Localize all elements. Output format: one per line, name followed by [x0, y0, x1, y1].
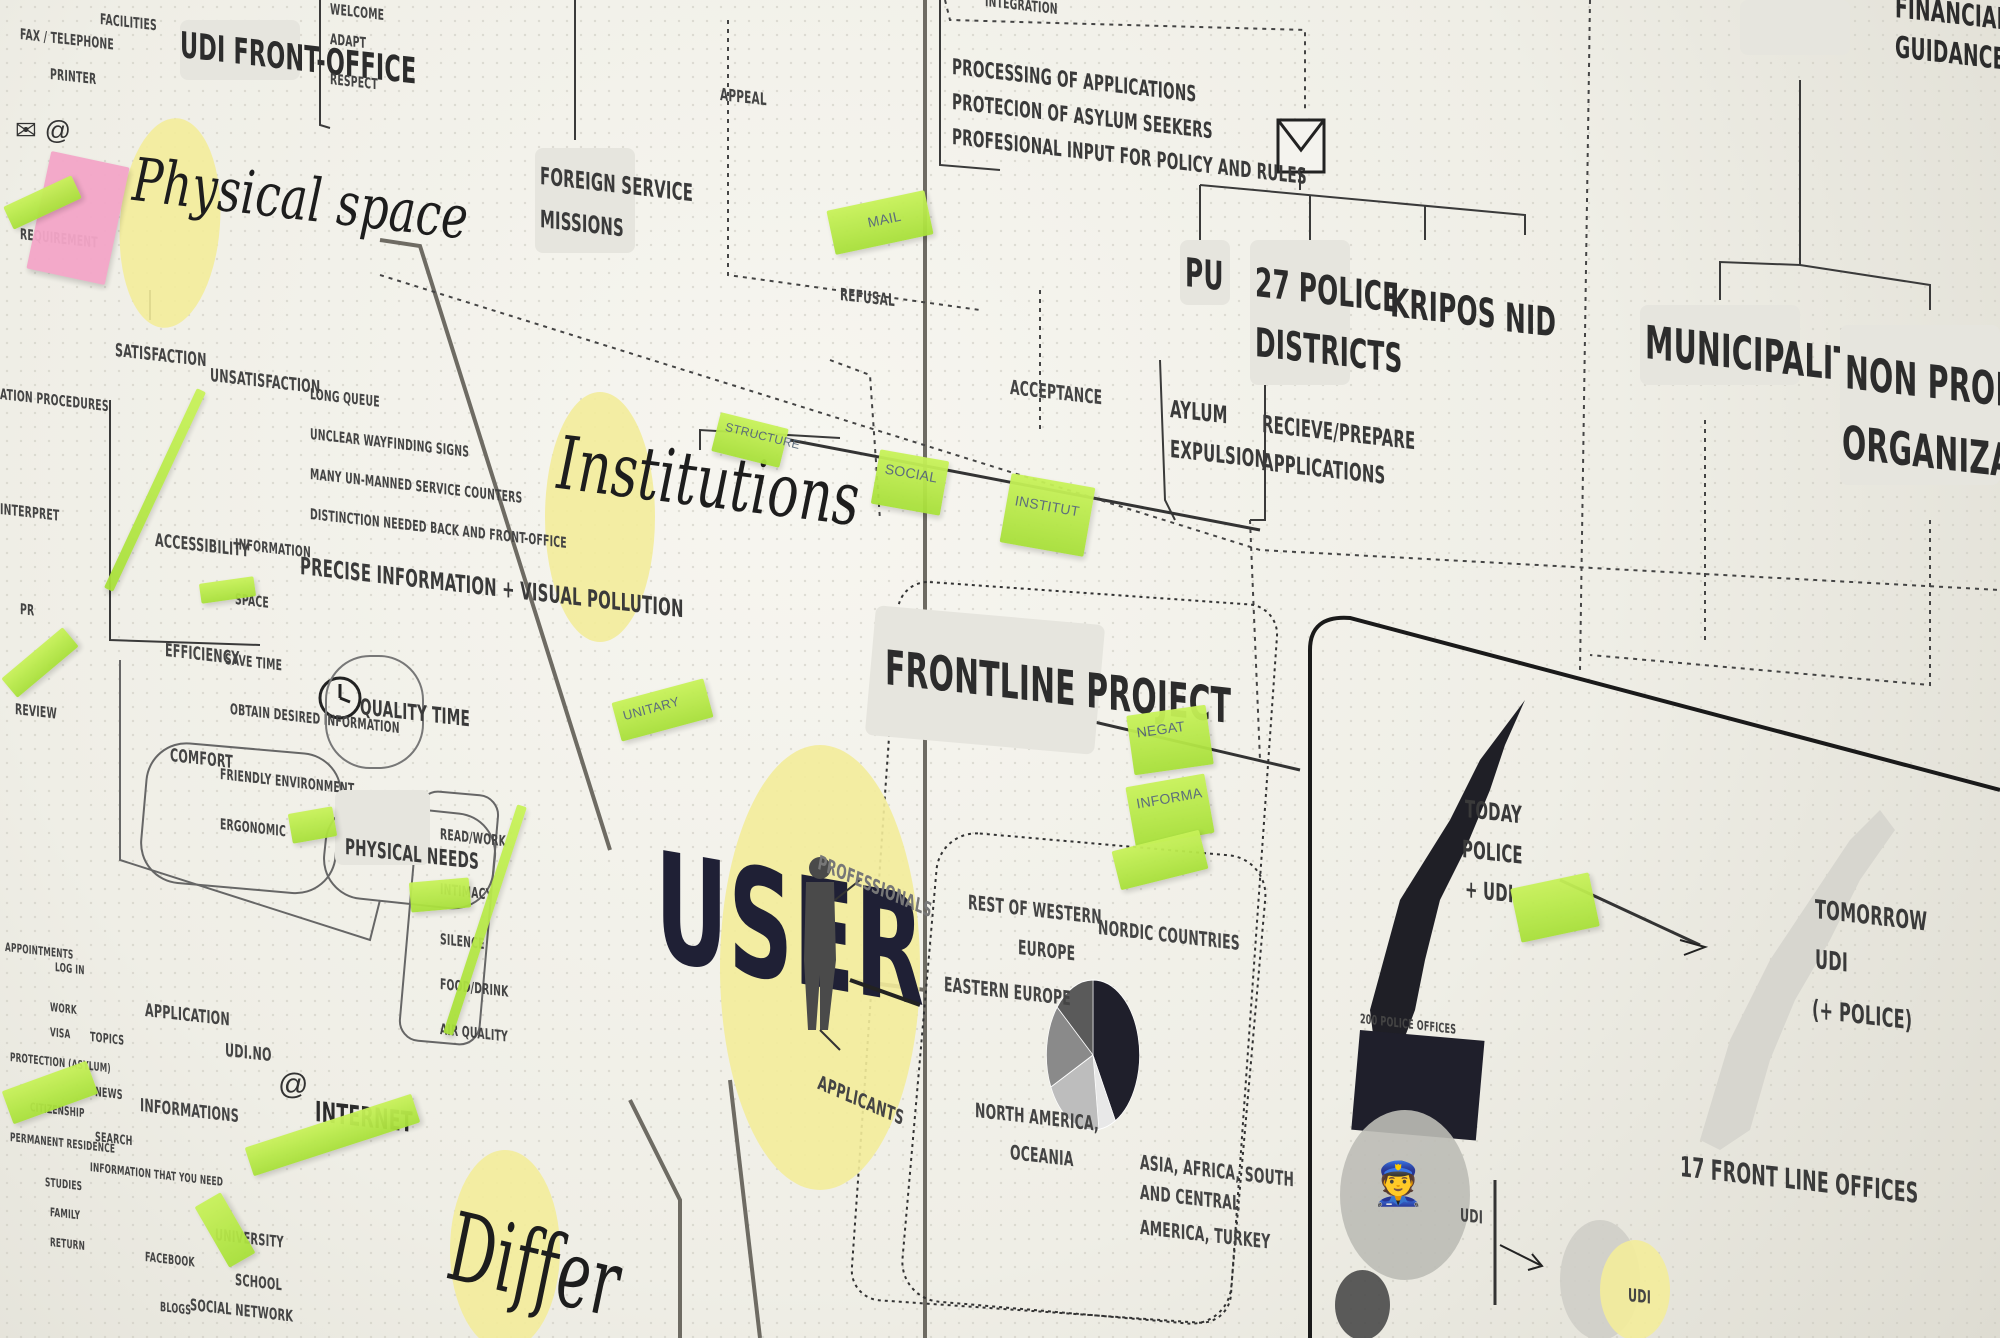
at-sign-icon: @ — [278, 1068, 309, 1101]
police-districts-bg — [1250, 240, 1350, 385]
sticky-social-label: SOCIAL — [883, 460, 939, 486]
sticky-informa-label: INFORMA — [1135, 784, 1204, 812]
pie-slice — [1056, 979, 1094, 1057]
sticky-intimacy[interactable] — [408, 877, 472, 913]
sticky-negat[interactable]: NEGAT — [1126, 704, 1214, 776]
pu-bg — [1180, 240, 1230, 305]
front-office-label-bg — [180, 20, 300, 80]
municipality-bg — [1640, 305, 1800, 385]
pie-slice — [1050, 1054, 1100, 1131]
quality-time-box — [325, 655, 424, 769]
physical-to-user-line — [379, 238, 612, 851]
udi-circle — [1600, 1240, 1670, 1338]
dark-circle — [1335, 1270, 1390, 1338]
imdi-logo-bg — [1740, 0, 1850, 55]
pie-slice — [1092, 979, 1140, 1122]
pie-slice — [1046, 1006, 1094, 1088]
sticky-negat-label: NEGAT — [1135, 717, 1186, 741]
sticky-unitary-label: UNITARY — [621, 693, 682, 724]
differ-circle — [450, 1150, 560, 1338]
sticky-institut[interactable]: INSTITUT — [999, 473, 1096, 557]
institutions-circle — [545, 392, 655, 642]
police-circle — [1340, 1110, 1470, 1280]
foreign-service-bg — [535, 148, 635, 253]
non-profit-bg — [1840, 325, 2000, 485]
sticky-institut-label: INSTITUT — [1013, 492, 1081, 520]
officer-icon: 👮 — [1372, 1160, 1425, 1207]
email-icon: ✉ @ — [15, 115, 72, 145]
sticky-mail-label: MAIL — [866, 207, 903, 231]
envelope-icon — [1276, 118, 1326, 174]
sticky-social[interactable]: SOCIAL — [870, 449, 950, 516]
physical-needs-bg — [335, 790, 430, 865]
